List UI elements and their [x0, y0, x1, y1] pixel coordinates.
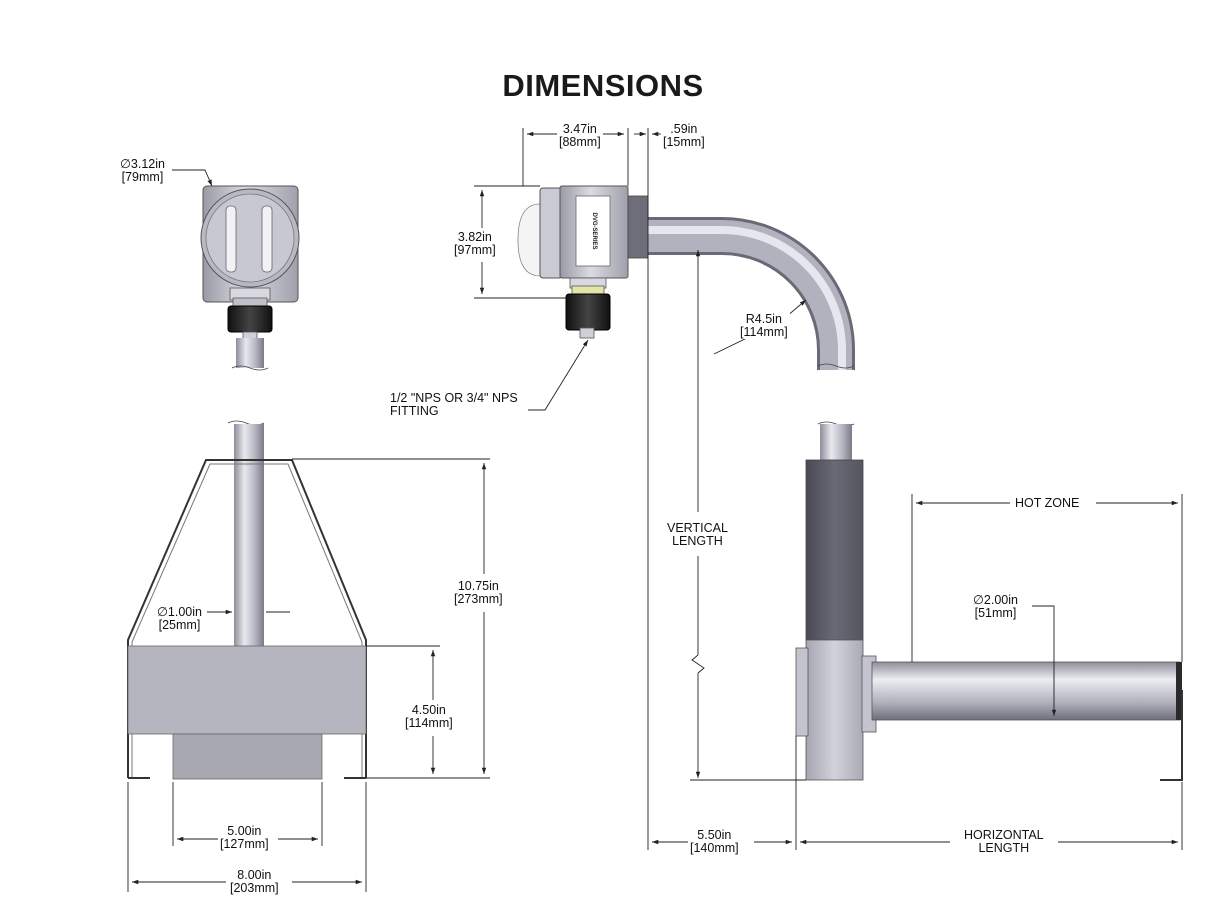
guard-height-label: 10.75in[273mm] — [452, 579, 505, 606]
block-width-label: 5.00in[127mm] — [218, 824, 271, 851]
element-diameter-label: ∅2.00in[51mm] — [971, 593, 1020, 620]
housing-height-label: 3.82in[97mm] — [452, 230, 498, 257]
bend-radius-label: R4.5in[114mm] — [738, 312, 790, 339]
bent-pipe — [648, 217, 855, 370]
top-view-housing — [200, 185, 300, 371]
block-height-label: 4.50in[114mm] — [403, 703, 455, 730]
dimension-lines — [127, 128, 1183, 892]
top-view-diameter-leader — [172, 169, 213, 187]
hot-zone-label: HOT ZONE — [1013, 496, 1082, 510]
guard-offset-label: 5.50in[140mm] — [688, 828, 741, 855]
guard-width-label: 8.00in[203mm] — [228, 868, 281, 895]
side-view-housing: DVG-SERIES — [517, 185, 649, 339]
flange-offset-label: .59in[15mm] — [661, 122, 707, 149]
housing-width-label: 3.47in[88mm] — [557, 122, 603, 149]
front-view — [127, 420, 367, 780]
lower-element-assembly — [795, 421, 1183, 781]
pipe-diameter-label: ∅1.00in[25mm] — [155, 605, 204, 632]
top-view-diameter-label: ∅3.12in[79mm] — [118, 157, 167, 184]
housing-label: DVG-SERIES — [591, 212, 597, 249]
page-title: DIMENSIONS — [502, 68, 704, 103]
